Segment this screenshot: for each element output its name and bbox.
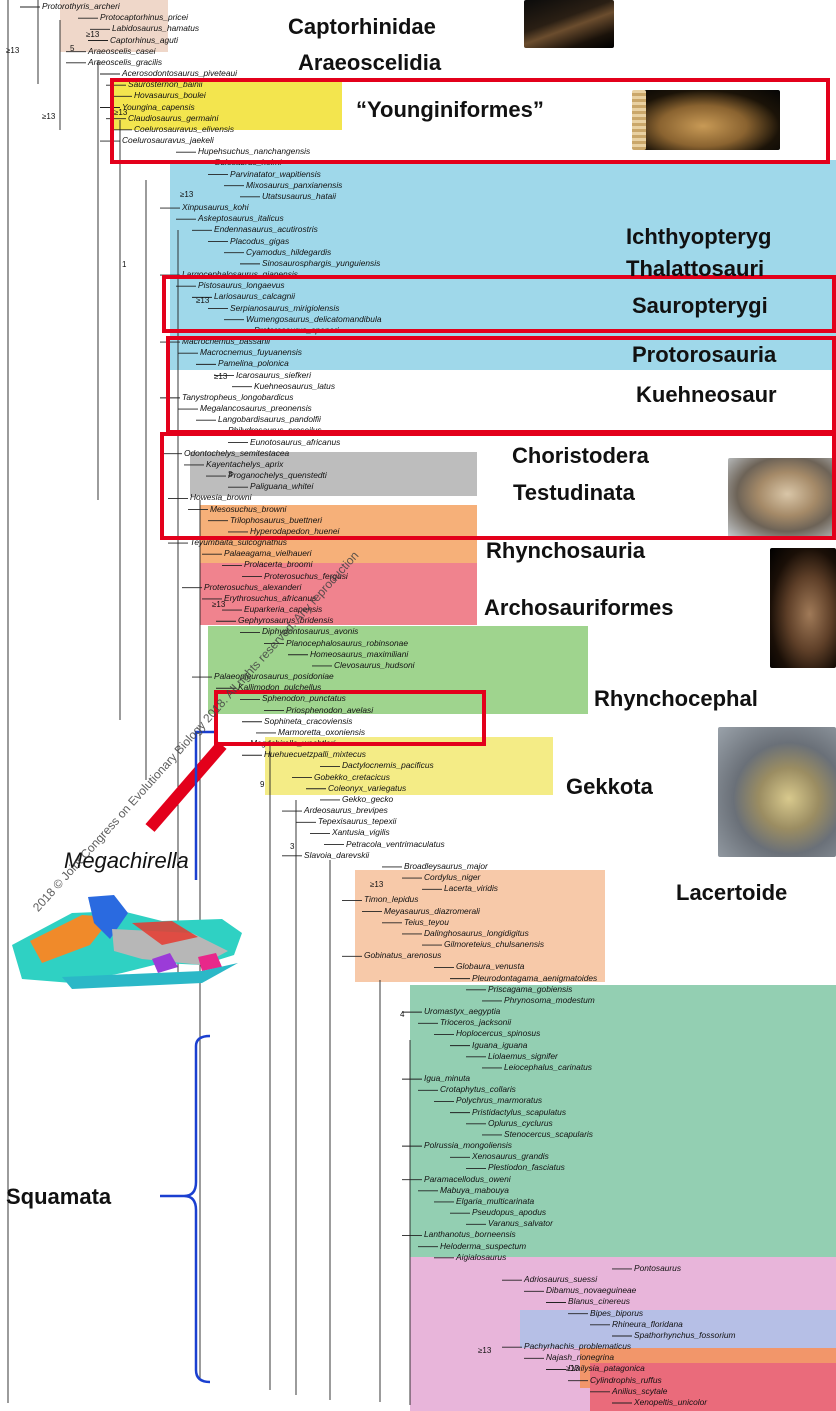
clade-label-testudinata: Testudinata	[513, 480, 635, 506]
clade-label-araeoscelidia: Araeoscelidia	[298, 50, 441, 76]
clade-label-thalattosauria: Thalattosauri	[626, 256, 764, 282]
clade-label-sauropterygia: Sauropterygi	[632, 293, 768, 319]
clade-label-choristodera: Choristodera	[512, 443, 649, 469]
clade-label-captorhinidae: Captorhinidae	[288, 14, 436, 40]
clade-label-protorosauria: Protorosauria	[632, 342, 776, 368]
clade-label-archosauriformes: Archosauriformes	[484, 595, 674, 621]
clade-label-kuehneosauridae: Kuehneosaur	[636, 382, 777, 408]
clade-label-ichthyopterygia: Ichthyopteryg	[626, 224, 771, 250]
clade-label-rhynchocephalia: Rhynchocephal	[594, 686, 758, 712]
clade-label-squamata: Squamata	[6, 1184, 111, 1210]
clade-label-younginiformes: “Younginiformes”	[356, 97, 544, 123]
clade-label-lacertoidea: Lacertoide	[676, 880, 787, 906]
clade-label-rhynchosauria: Rhynchosauria	[486, 538, 645, 564]
clade-label-gekkota: Gekkota	[566, 774, 653, 800]
